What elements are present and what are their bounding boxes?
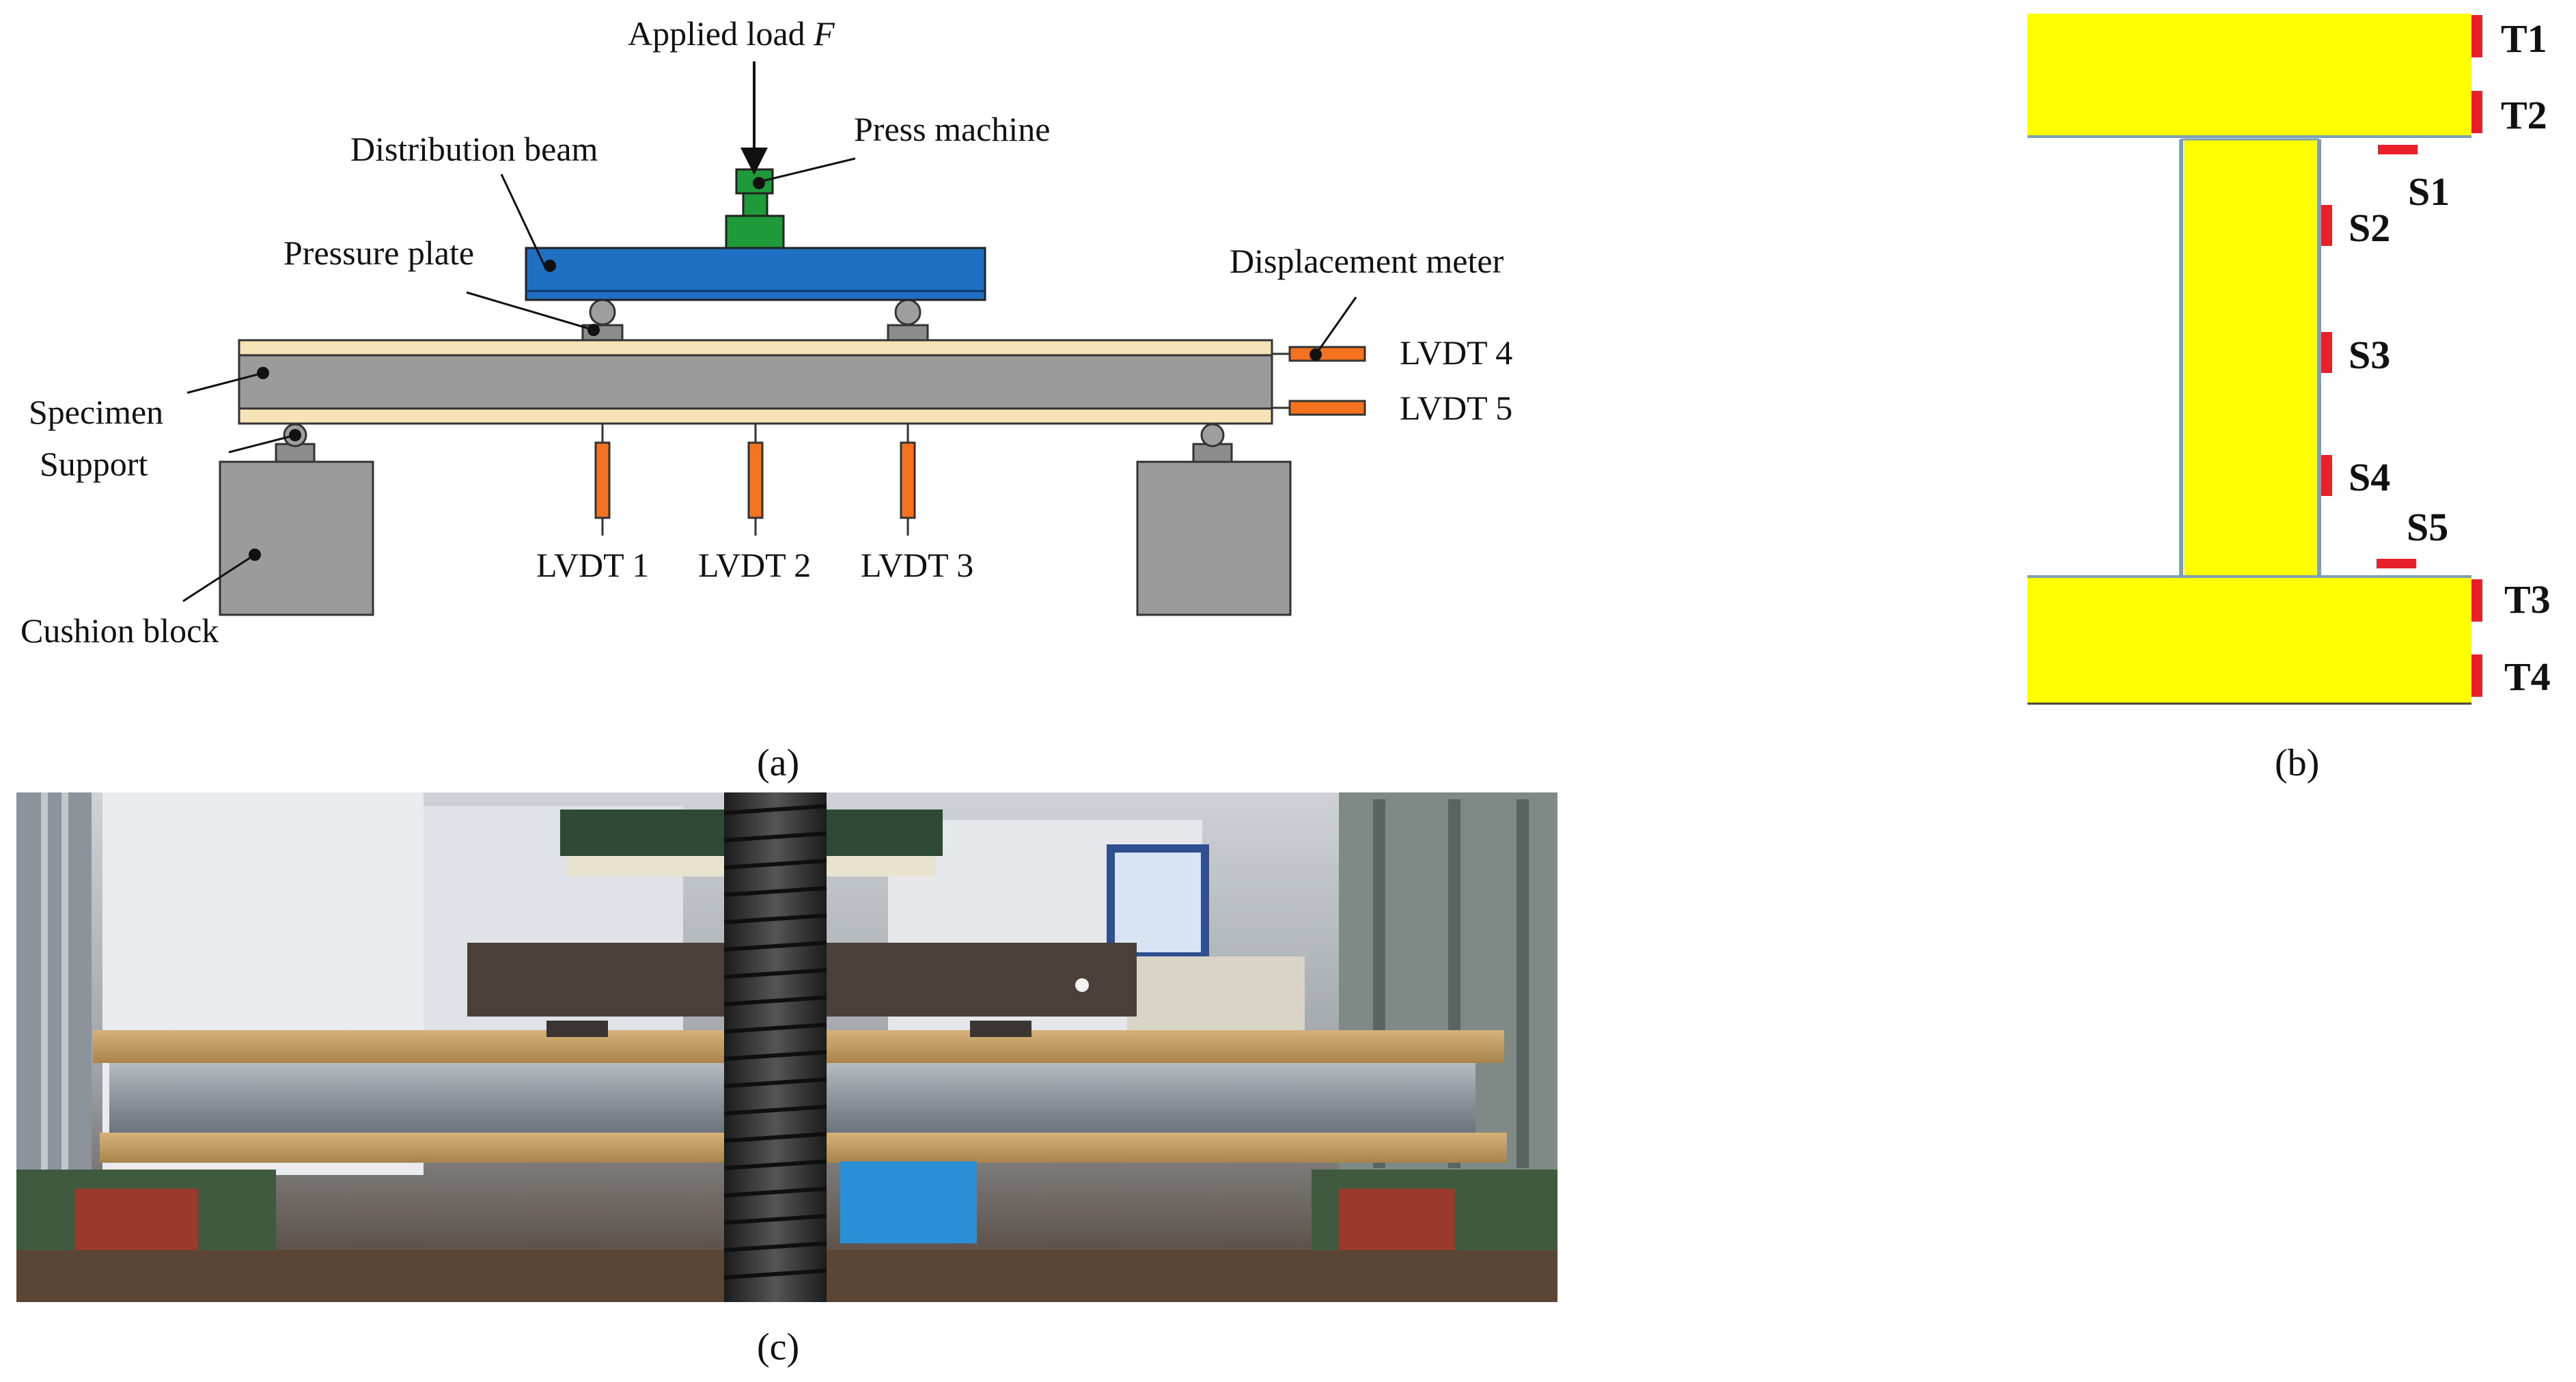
gauge-label-t2: T2: [2501, 93, 2547, 137]
lvdt-3: [900, 424, 916, 536]
lvdt-1: [594, 424, 611, 536]
caption-c: (c): [757, 1326, 799, 1368]
label-lvdt5: LVDT 5: [1400, 389, 1512, 427]
lvdt-2: [747, 424, 764, 536]
caption-b: (b): [2275, 742, 2319, 784]
leader-dots: [249, 177, 1322, 561]
gauge-label-t3: T3: [2504, 577, 2551, 622]
label-specimen: Specimen: [29, 393, 163, 431]
label-cushion-block: Cushion block: [20, 611, 219, 650]
gauge-label-t4: T4: [2504, 654, 2551, 699]
panel-b: T1 T2 S1 S2 S3 S4 S5 T3 T4 (b): [2027, 14, 2551, 784]
gauge-s3: [2321, 332, 2332, 373]
label-displacement-meter: Displacement meter: [1230, 242, 1504, 280]
gauge-t2: [2471, 91, 2482, 133]
gauge-label-s5: S5: [2407, 505, 2448, 549]
label-lvdt3: LVDT 3: [861, 546, 973, 584]
support-roller-right: [1200, 423, 1225, 447]
gauge-t1: [2471, 15, 2482, 57]
lvdt-5: [1272, 400, 1366, 416]
label-lvdt4: LVDT 4: [1400, 333, 1512, 372]
label-support: Support: [40, 445, 148, 483]
cushion-block-right: [1136, 460, 1292, 616]
leader-lines: [182, 157, 1357, 603]
gauge-t4: [2471, 654, 2482, 697]
gauge-label-s2: S2: [2349, 206, 2390, 250]
pressure-roller-left: [589, 299, 616, 326]
section-top-flange: [2027, 14, 2471, 137]
press-machine-neck: [742, 192, 768, 217]
specimen-top-flange: [238, 339, 1273, 357]
pressure-plate-right: [887, 324, 929, 342]
panel-c-photo: [16, 792, 1557, 1302]
gauge-label-t1: T1: [2501, 16, 2547, 61]
cushion-block-left: [219, 460, 374, 616]
label-applied-load-symbol: F: [813, 14, 835, 53]
gauge-s2: [2321, 205, 2332, 246]
screw-threads: [723, 804, 827, 1280]
specimen-web: [238, 354, 1273, 410]
label-pressure-plate: Pressure plate: [283, 234, 474, 272]
gauge-label-s4: S4: [2349, 455, 2390, 499]
panel-a: Applied load F Press machine Distributio…: [20, 14, 1512, 784]
lvdt-4: [1272, 346, 1366, 362]
distribution-beam: [525, 247, 986, 301]
section-web: [2184, 139, 2316, 575]
label-lvdt2: LVDT 2: [698, 546, 811, 584]
label-lvdt1: LVDT 1: [536, 546, 649, 584]
specimen-bottom-flange: [238, 407, 1273, 425]
label-distribution-beam: Distribution beam: [350, 130, 598, 168]
gauge-label-s1: S1: [2408, 169, 2450, 214]
label-press-machine: Press machine: [854, 110, 1050, 148]
pressure-roller-right: [894, 299, 922, 326]
gauge-s4: [2321, 455, 2332, 496]
gauge-t3: [2471, 579, 2482, 622]
label-applied-load: Applied load F: [628, 14, 835, 53]
gauge-label-s3: S3: [2349, 333, 2390, 377]
caption-a: (a): [757, 742, 799, 784]
press-machine-base: [725, 215, 785, 249]
gauge-s5: [2377, 559, 2416, 568]
section-bottom-flange: [2027, 578, 2471, 704]
gauge-s1: [2378, 145, 2418, 154]
